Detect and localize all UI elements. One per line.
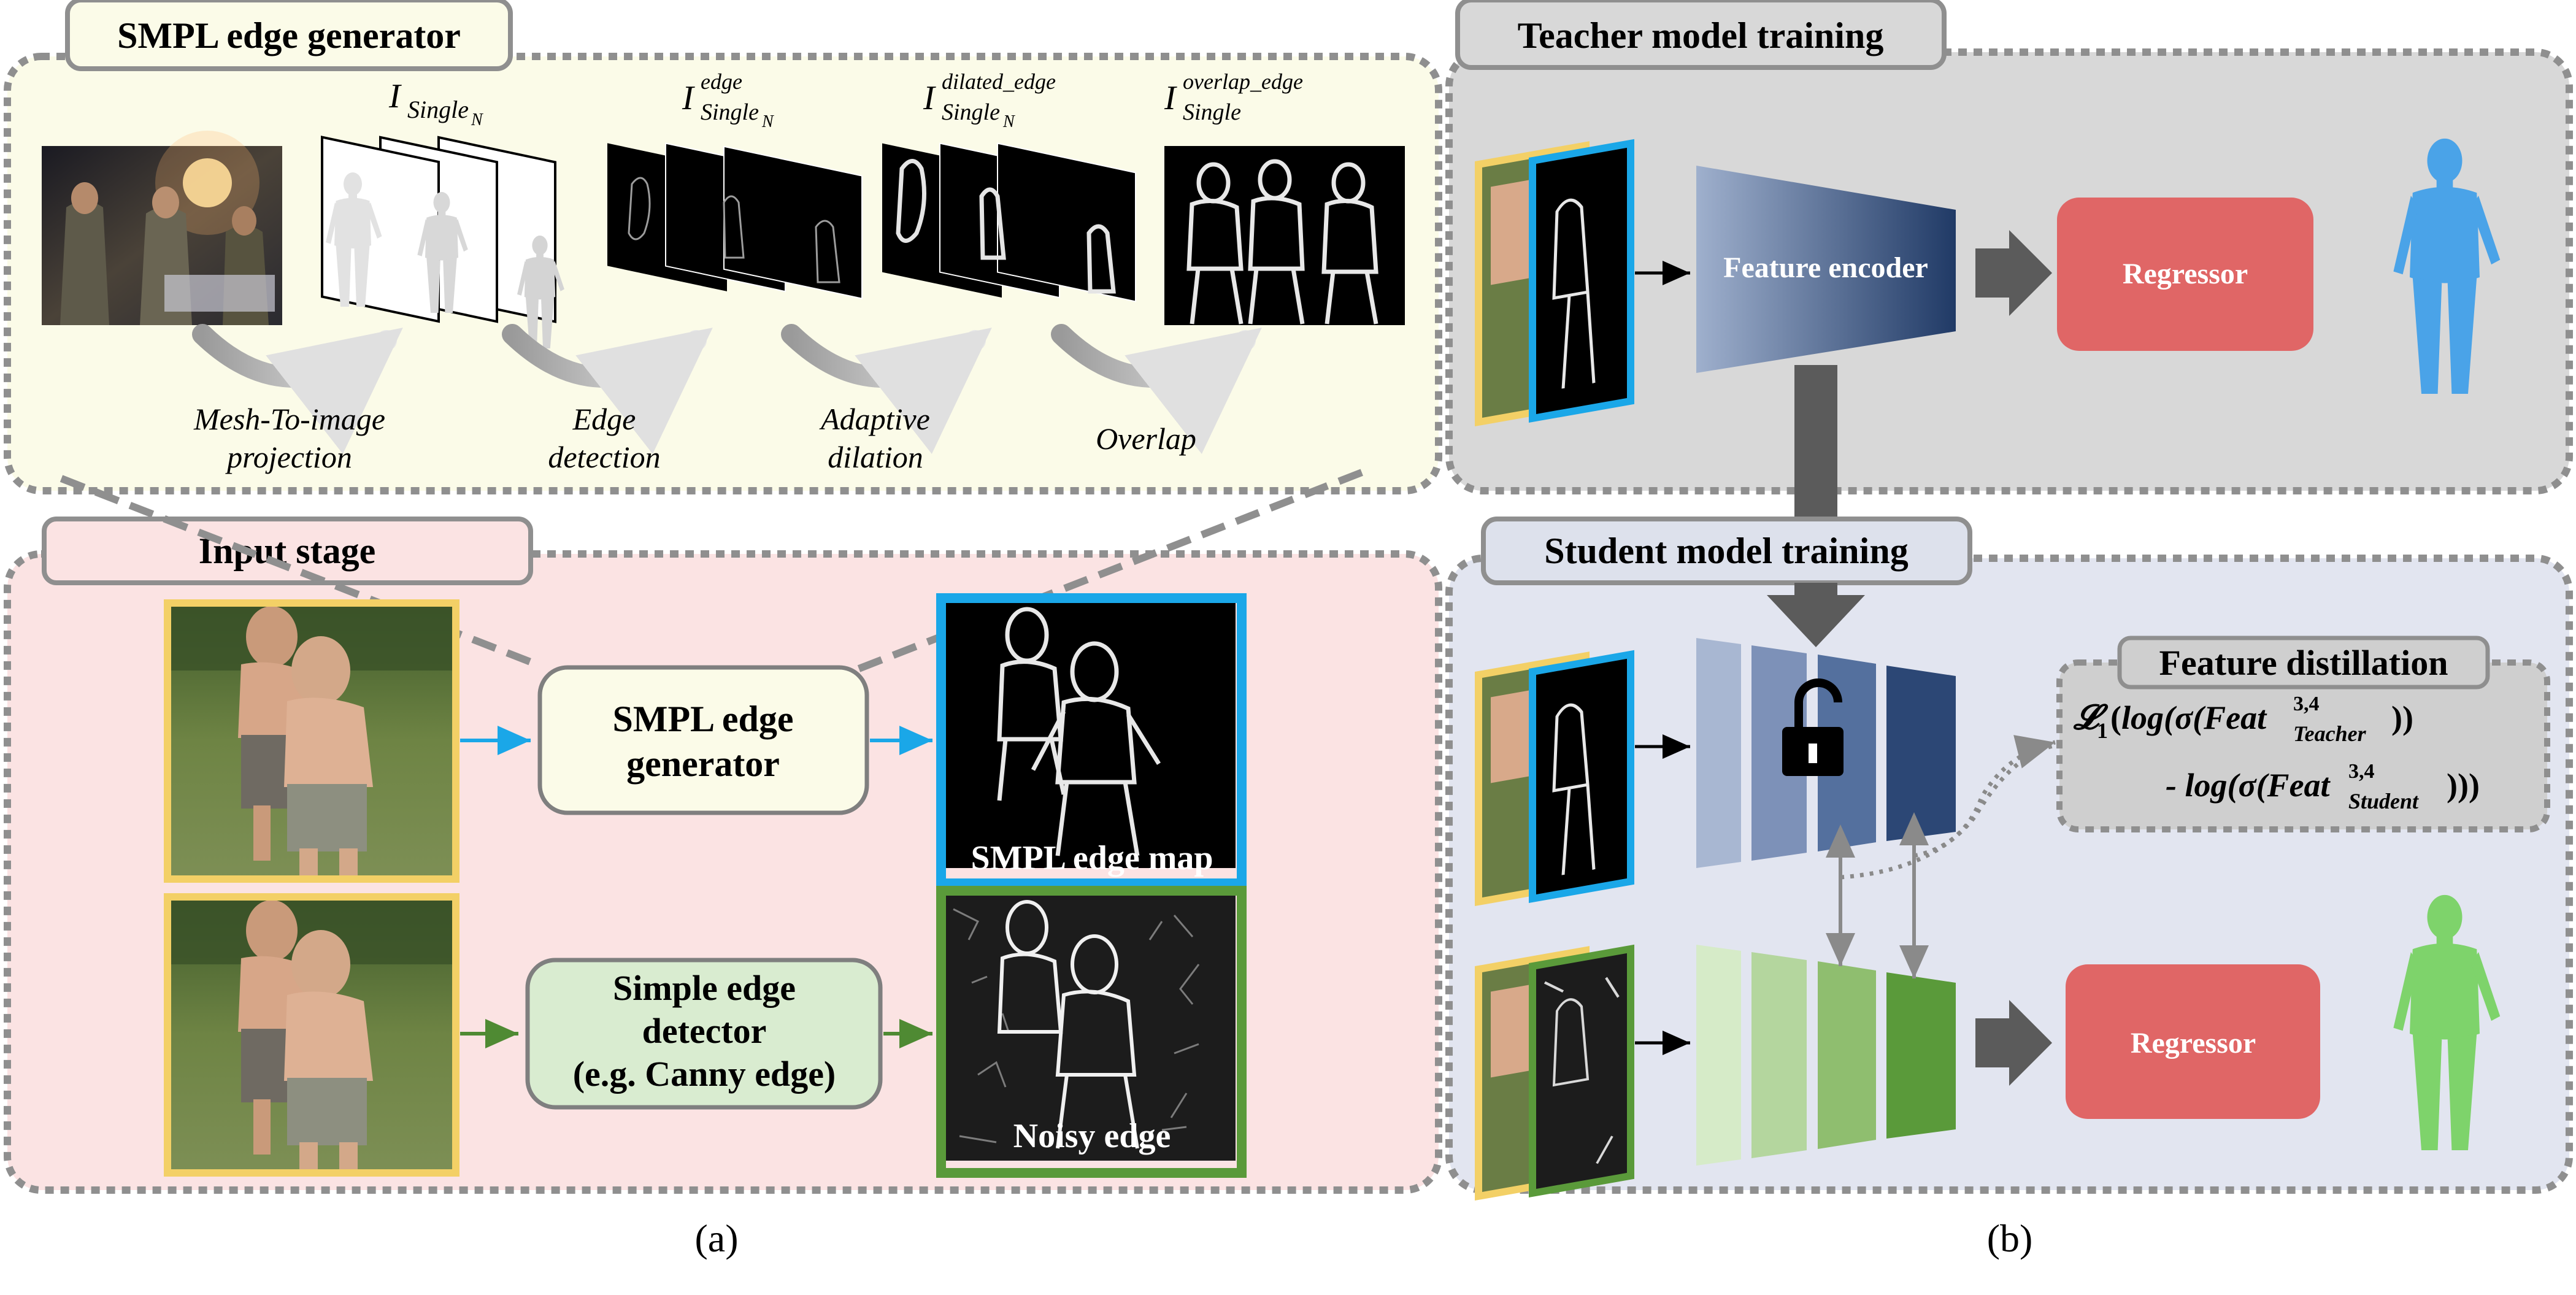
detector-box-line3: (e.g. Canny edge) (573, 1054, 836, 1094)
smpl-generator-box-line1: SMPL edge (613, 699, 794, 739)
input-stage-title-box (42, 517, 533, 585)
smpl-generator-box (537, 665, 869, 815)
feature-distillation-box (2056, 659, 2550, 832)
overlap-edge-image (1164, 146, 1405, 325)
input-photo-night (42, 131, 282, 325)
caption-a: (a) (694, 1216, 738, 1260)
teacher-input-stack (1475, 139, 1634, 427)
student-title-box (1481, 517, 1972, 585)
simple-edge-detector-box (525, 958, 883, 1110)
svg-text:edge: edge (701, 69, 742, 94)
svg-text:I: I (1164, 79, 1177, 117)
distillation-formula-line2: - log(σ(Feat 3,4 Student ))) (2166, 760, 2480, 813)
arc-dilation (781, 324, 992, 455)
distillation-formula-line1: 𝓛 1 ( log(σ(Feat 3,4 Teacher )) (2073, 693, 2413, 746)
teacher-feature-encoder (1696, 166, 1956, 373)
arc-projection (192, 324, 403, 455)
teacher-title: Teacher model training (1518, 15, 1884, 56)
input-photo-runners-bottom (164, 893, 459, 1177)
svg-text:dilated_edge: dilated_edge (942, 69, 1056, 94)
student-top-input-stack (1475, 650, 1634, 907)
svg-text:I: I (388, 77, 402, 115)
smpl-generator-box-line2: generator (626, 744, 780, 784)
student-regressor (2066, 964, 2320, 1119)
svg-text:- log(σ(Feat: - log(σ(Feat (2166, 767, 2331, 804)
caption-b: (b) (1987, 1216, 2033, 1260)
detector-box-line2: detector (642, 1011, 767, 1051)
label-i-single-n: I Single N (388, 77, 483, 129)
smpl-edge-map (936, 593, 1247, 888)
step-label-edge-2: detection (548, 440, 660, 474)
smpl-generator-title-box (65, 0, 513, 71)
svg-text:I: I (923, 79, 936, 117)
svg-text:log(σ(Feat: log(σ(Feat (2121, 699, 2267, 736)
svg-text:3,4: 3,4 (2293, 693, 2320, 715)
step-label-dilation-2: dilation (828, 440, 923, 474)
zoom-connector-left (60, 475, 542, 669)
svg-text:N: N (471, 110, 483, 129)
student-title: Student model training (1544, 531, 1908, 571)
label-i-dilated: I dilated_edge Single N (923, 69, 1056, 131)
student-big-arrow (1975, 1000, 2052, 1086)
noisy-edge-map (936, 886, 1247, 1178)
svg-text:N: N (761, 112, 774, 131)
svg-text:3,4: 3,4 (2348, 760, 2375, 783)
student-bottom-input-stack (1475, 944, 1634, 1201)
detector-box-line1: Simple edge (613, 968, 796, 1008)
svg-text:(: ( (2110, 699, 2121, 736)
step-label-projection-2: projection (225, 440, 352, 474)
distill-dotted-link-2 (1913, 735, 2056, 858)
unlock-icon (1782, 678, 1844, 776)
step-label-projection-1: Mesh-To-image (193, 402, 385, 436)
svg-text:))): ))) (2447, 767, 2480, 804)
mesh-projection-frames (321, 136, 564, 348)
dilation-frames (882, 142, 1136, 302)
teacher-title-box (1455, 0, 1947, 70)
teacher-regressor-label: Regressor (2123, 258, 2248, 290)
edge-detection-frames (607, 142, 863, 299)
label-i-edge: I edge Single N (682, 69, 774, 131)
step-label-dilation-1: Adaptive (819, 402, 930, 436)
teacher-regressor (2057, 198, 2313, 351)
svg-text:Single: Single (1183, 99, 1241, 125)
input-photo-runners-top (164, 599, 459, 883)
smpl-generator-title: SMPL edge generator (117, 15, 461, 56)
step-label-overlap: Overlap (1096, 421, 1196, 456)
svg-text:Teacher: Teacher (2293, 721, 2367, 746)
svg-text:Student: Student (2348, 789, 2419, 813)
noisy-edge-label: Noisy edge (1013, 1117, 1171, 1155)
student-teacher-encoder-blocks (1696, 638, 1956, 868)
svg-text:N: N (1002, 112, 1015, 131)
transition-arcs (192, 324, 1262, 455)
svg-text:1: 1 (2097, 718, 2108, 743)
teacher-to-student-arrow-front (1767, 583, 1865, 647)
smpl-edge-map-label: SMPL edge map (971, 839, 1213, 877)
feature-distillation-title-box (2117, 636, 2490, 690)
svg-text:Single: Single (701, 99, 759, 125)
student-regressor-label: Regressor (2131, 1027, 2256, 1059)
teacher-encoder-label: Feature encoder (1723, 252, 1928, 284)
svg-text:Single: Single (407, 96, 469, 123)
svg-text:Single: Single (942, 99, 1000, 125)
teacher-big-arrow (1975, 230, 2052, 316)
label-i-overlap: I overlap_edge Single (1164, 69, 1303, 125)
feature-distillation-title: Feature distillation (2159, 643, 2448, 683)
arc-edge (502, 324, 713, 455)
step-label-edge-1: Edge (572, 402, 636, 436)
svg-text:I: I (682, 79, 695, 117)
arc-overlap (1051, 324, 1262, 455)
student-green-encoder-blocks (1696, 945, 1956, 1166)
svg-text:overlap_edge: overlap_edge (1183, 69, 1303, 94)
svg-text:)): )) (2391, 699, 2413, 736)
